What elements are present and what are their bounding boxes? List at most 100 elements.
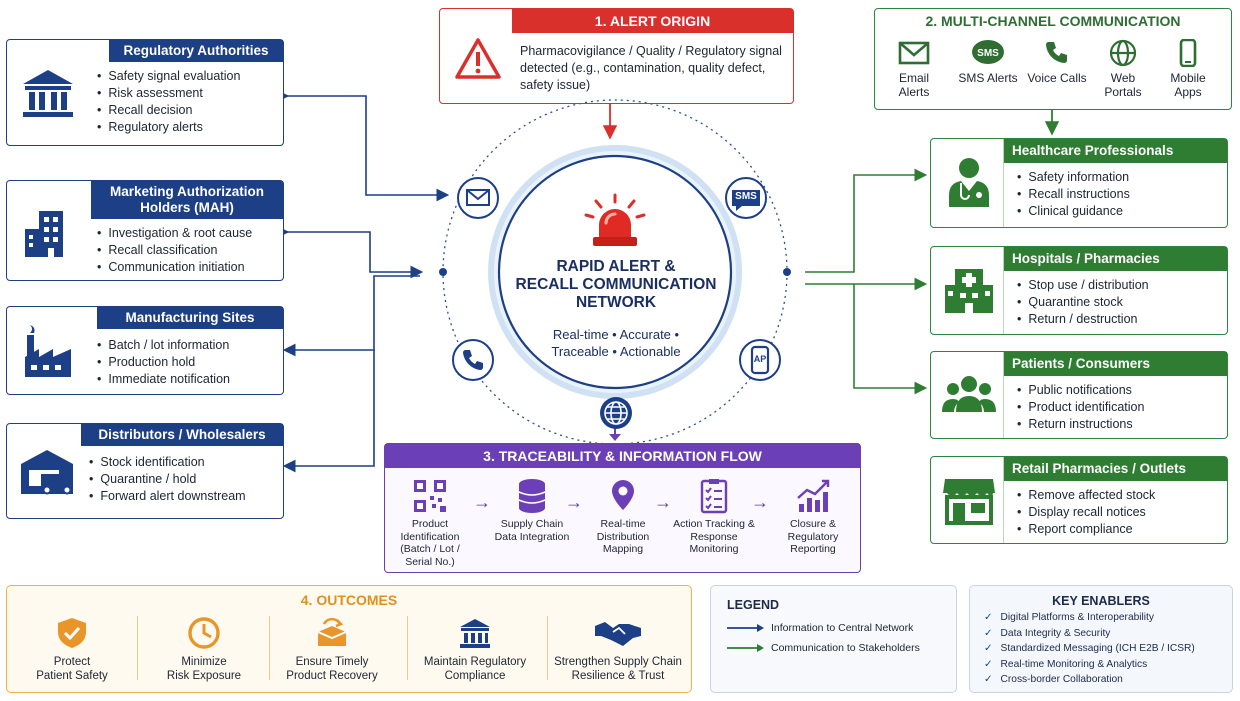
list-item: Report compliance [1017, 521, 1155, 538]
warehouse-truck-icon [21, 450, 73, 495]
courthouse-icon [460, 619, 490, 648]
clock-icon [188, 617, 220, 649]
outcome-label: Compliance [444, 669, 506, 682]
orbit-app-label: AP [753, 354, 767, 364]
outcome-label: Resilience & Trust [571, 669, 665, 682]
doctor-icon [949, 158, 989, 207]
alert-origin-title: 1. ALERT ORIGIN [512, 9, 793, 33]
outcomes-panel: 4. OUTCOMES Protect Patient Safety Minim… [6, 585, 692, 693]
channel-web-label: Web Portals [1104, 71, 1142, 99]
trace-step-closure-reporting: Closure & Regulatory Reporting [770, 478, 856, 556]
list-item: Display recall notices [1017, 504, 1155, 521]
storefront-icon [943, 479, 995, 525]
mah-box: Marketing Authorization Holders (MAH) In… [6, 180, 284, 281]
outcome-label: Maintain Regulatory [423, 656, 527, 668]
people-icon [942, 376, 996, 412]
channel-email: Email Alerts [883, 39, 945, 99]
legend-item-communication: Communication to Stakeholders [727, 642, 920, 654]
orbit-sms-icon: SMS [724, 176, 768, 220]
siren-icon [584, 193, 646, 246]
regulatory-authorities-list: Safety signal evaluation Risk assessment… [97, 68, 240, 136]
network-title-line2: RECALL COMMUNICATION [515, 276, 717, 293]
mobile-icon [1179, 39, 1197, 67]
key-enablers-panel: KEY ENABLERS Digital Platforms & Interop… [969, 585, 1233, 693]
alert-origin-text: Pharmacovigilance / Quality / Regulatory… [520, 44, 782, 92]
list-item: Remove affected stock [1017, 487, 1155, 504]
traceability-panel: 3. TRACEABILITY & INFORMATION FLOW Produ… [384, 443, 861, 573]
retail-pharmacies-title: Retail Pharmacies / Outlets [1004, 457, 1227, 481]
list-item: Forward alert downstream [89, 488, 245, 505]
distributors-list: Stock identification Quarantine / hold F… [89, 454, 245, 505]
phone-icon [1045, 42, 1067, 64]
list-item: Immediate notification [97, 371, 230, 388]
orbit-globe-icon [600, 397, 632, 429]
network-title-line3: NETWORK [575, 294, 657, 311]
mah-title: Marketing Authorization Holders (MAH) [91, 181, 283, 219]
multi-channel-title: 2. MULTI-CHANNEL COMMUNICATION [925, 13, 1181, 29]
outcome-label: Minimize [181, 656, 227, 668]
manufacturing-sites-list: Batch / lot information Production hold … [97, 337, 230, 388]
outcome-product-recovery: Ensure Timely Product Recovery [267, 616, 397, 683]
svg-text:SMS: SMS [977, 48, 999, 59]
envelope-icon [898, 41, 930, 65]
trace-step-distribution-mapping: Real-time Distribution Mapping [580, 478, 666, 556]
trace-step-data-integration: Supply Chain Data Integration [489, 478, 575, 543]
list-item: Communication initiation [97, 259, 252, 276]
trace-step-product-id: Product Identification (Batch / Lot / Se… [387, 478, 473, 568]
flow-arrow-icon: → [565, 492, 583, 512]
list-item: Stop use / distribution [1017, 277, 1148, 294]
orbit-mobile-app-icon: AP [738, 338, 782, 382]
qr-code-icon [414, 480, 446, 512]
sms-icon: SMS [972, 40, 1004, 64]
list-item: Recall classification [97, 242, 252, 259]
outcome-label: Product Recovery [286, 669, 378, 682]
channel-sms: SMS SMS Alerts [957, 39, 1019, 85]
network-subtitle-line2: Traceable • Actionable [551, 344, 681, 359]
list-item: Product identification [1017, 399, 1144, 416]
traceability-title: 3. TRACEABILITY & INFORMATION FLOW [385, 444, 860, 468]
list-item: Production hold [97, 354, 230, 371]
list-item: Standardized Messaging (ICH E2B / ICSR) [984, 641, 1195, 657]
flow-arrow-icon: → [654, 492, 672, 512]
outcome-label: Patient Safety [36, 669, 108, 682]
trace-step-label: Closure & Regulatory Reporting [787, 518, 839, 555]
hospitals-pharmacies-box: Hospitals / Pharmacies Stop use / distri… [930, 246, 1228, 335]
legend-title: LEGEND [727, 598, 780, 612]
trace-step-action-tracking: Action Tracking & Response Monitoring [671, 478, 757, 556]
orbit-envelope-icon [457, 177, 499, 219]
list-item: Safety information [1017, 169, 1130, 186]
regulatory-authorities-title: Regulatory Authorities [109, 40, 283, 62]
list-item: Quarantine stock [1017, 294, 1149, 311]
factory-icon [25, 325, 71, 377]
outcomes-title: 4. OUTCOMES [300, 592, 398, 608]
healthcare-professionals-box: Healthcare Professionals Safety informat… [930, 138, 1228, 228]
channel-voice-label: Voice Calls [1027, 71, 1087, 85]
distributors-title: Distributors / Wholesalers [81, 424, 283, 446]
outcome-supply-chain-trust: Strengthen Supply Chain Resilience & Tru… [547, 616, 689, 683]
list-item: Recall decision [97, 102, 240, 119]
trace-step-label: Real-time Distribution Mapping [596, 518, 650, 555]
trace-step-label: Product Identification (Batch / Lot / Se… [400, 518, 460, 568]
alert-origin-panel: 1. ALERT ORIGIN Pharmacovigilance / Qual… [439, 8, 794, 104]
regulatory-authorities-box: Regulatory Authorities Safety signal eva… [6, 39, 284, 146]
list-item: Data Integrity & Security [984, 626, 1195, 642]
list-item: Safety signal evaluation [97, 68, 240, 85]
blue-arrow-icon [727, 624, 764, 632]
globe-icon [1109, 39, 1137, 67]
handshake-icon [595, 622, 641, 646]
legend-label: Information to Central Network [771, 622, 914, 634]
multi-channel-panel: 2. MULTI-CHANNEL COMMUNICATION Email Ale… [874, 8, 1232, 110]
healthcare-professionals-list: Safety information Recall instructions C… [1017, 169, 1130, 220]
channel-email-label: Email Alerts [898, 71, 930, 99]
channel-voice: Voice Calls [1026, 39, 1088, 85]
legend-label: Communication to Stakeholders [771, 642, 920, 654]
outcome-label: Protect [53, 656, 91, 668]
outcome-patient-safety: Protect Patient Safety [7, 616, 137, 683]
recovery-box-icon [317, 617, 347, 646]
manufacturing-sites-box: Manufacturing Sites Batch / lot informat… [6, 306, 284, 395]
list-item: Digital Platforms & Interoperability [984, 610, 1195, 626]
outcome-label: Ensure Timely [295, 656, 369, 668]
patients-consumers-title: Patients / Consumers [1004, 352, 1227, 376]
warning-triangle-icon [455, 38, 501, 79]
